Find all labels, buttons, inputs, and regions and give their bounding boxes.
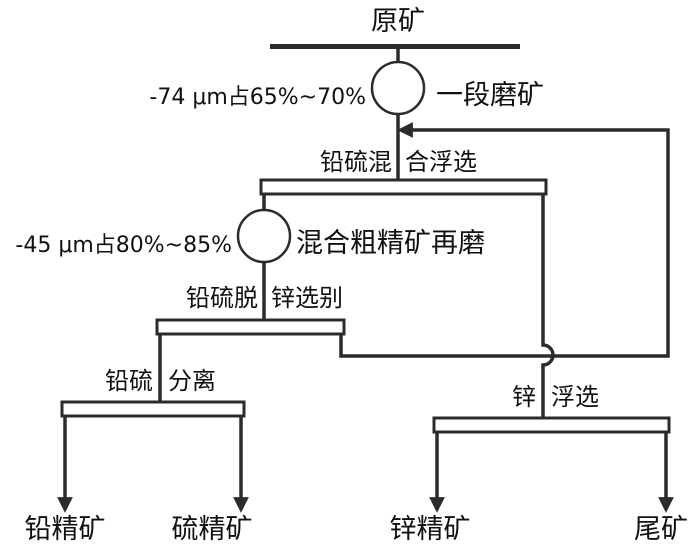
zinc-flotation-label-right: 浮选 — [551, 383, 599, 411]
sulfur-concentrate-label: 硫精矿 — [172, 514, 253, 545]
regrinding-circle — [236, 208, 292, 264]
grind-spec-1-label: -74 μm占65%~70% — [149, 85, 366, 110]
regrind-spec-label: -45 μm占80%~85% — [15, 233, 232, 258]
bulk-flotation-label-right: 合浮选 — [405, 148, 477, 176]
tailings-label: 尾矿 — [634, 514, 688, 545]
raw-ore-label: 原矿 — [371, 6, 425, 37]
zinc-flotation-bar — [432, 416, 671, 434]
lead-concentrate-label: 铅精矿 — [25, 514, 106, 545]
recycle-line — [339, 122, 670, 358]
pb-s-separation-label-right: 分离 — [168, 367, 216, 395]
bulk-flotation-label-left: 铅硫混 — [320, 148, 392, 176]
separation-bar — [155, 318, 346, 336]
separation-label-right: 锌选别 — [271, 284, 343, 312]
regrinding-label: 混合粗精矿再磨 — [296, 228, 485, 259]
zinc-concentrate-label: 锌精矿 — [390, 514, 471, 545]
zinc-flotation-label-left: 锌 — [512, 383, 536, 411]
primary-grinding-label: 一段磨矿 — [436, 80, 544, 111]
pb-s-separation-bar — [60, 400, 246, 418]
raw-ore-bar — [270, 44, 520, 49]
separation-label-left: 铅硫脱 — [186, 284, 258, 312]
pb-s-separation-label-left: 铅硫 — [105, 367, 153, 395]
bulk-flotation-bar — [259, 178, 548, 196]
primary-grinding-circle — [370, 60, 426, 116]
